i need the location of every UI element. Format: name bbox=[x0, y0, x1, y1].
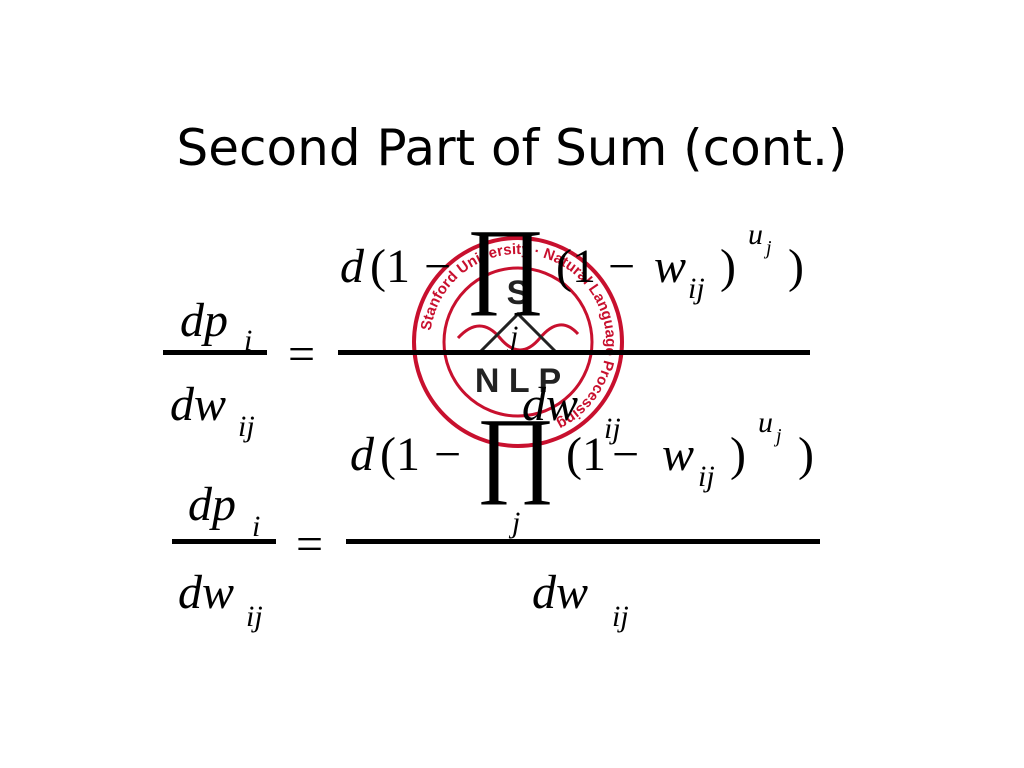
lhs-denominator-sub: ij bbox=[246, 600, 263, 633]
product-index: j bbox=[508, 506, 520, 539]
rhs-denominator-var: dw bbox=[532, 566, 588, 619]
rhs-fraction-bar bbox=[346, 539, 820, 544]
inner-open: (1 bbox=[566, 428, 606, 481]
w-var: w bbox=[662, 428, 694, 481]
rhs-denominator-sub: ij bbox=[604, 412, 621, 445]
exponent-u: u bbox=[758, 406, 773, 439]
lhs-fraction-bar bbox=[163, 350, 267, 355]
w-var: w bbox=[654, 240, 686, 293]
rhs-num-d: d bbox=[340, 240, 365, 293]
equals-sign: = bbox=[296, 518, 323, 571]
rhs-num-open: (1 bbox=[370, 240, 410, 293]
equation-1: dp i dw ij = d (1 − ∏ j (1 − w ij ) u j … bbox=[163, 209, 810, 445]
product-index: j bbox=[506, 320, 518, 353]
stanford-nlp-logo: Stanford University · Natural Language P… bbox=[412, 236, 624, 448]
exponent-j: j bbox=[773, 425, 782, 447]
lhs-numerator-var: dp bbox=[180, 294, 228, 347]
lhs-denominator-var: dw bbox=[178, 566, 234, 619]
equals-sign: = bbox=[288, 328, 315, 381]
rhs-num-minus: − bbox=[434, 428, 461, 481]
final-paren: ) bbox=[798, 428, 814, 481]
final-paren: ) bbox=[788, 240, 804, 293]
equation-2: dp i dw ij = d (1 − ∏ j (1 − w ij ) u j … bbox=[172, 398, 820, 633]
exponent-u: u bbox=[748, 218, 763, 251]
w-sub: ij bbox=[698, 460, 715, 493]
product-symbol: ∏ bbox=[466, 209, 545, 316]
rhs-fraction-bar bbox=[338, 350, 810, 355]
inner-open: (1 bbox=[556, 240, 596, 293]
slide-title: Second Part of Sum (cont.) bbox=[176, 119, 848, 177]
close-paren: ) bbox=[730, 428, 746, 481]
exponent-j: j bbox=[763, 237, 772, 259]
inner-minus: − bbox=[608, 240, 635, 293]
rhs-num-d: d bbox=[350, 428, 375, 481]
lhs-denominator-sub: ij bbox=[238, 410, 255, 443]
rhs-num-minus: − bbox=[424, 240, 451, 293]
logo-initial: S bbox=[507, 274, 530, 312]
rhs-denominator-var: dw bbox=[522, 378, 578, 431]
lhs-numerator-sub: i bbox=[252, 510, 260, 543]
logo-acronym: N L P bbox=[475, 362, 561, 400]
rhs-num-open: (1 bbox=[380, 428, 420, 481]
lhs-fraction-bar bbox=[172, 539, 276, 544]
inner-minus: − bbox=[612, 428, 639, 481]
lhs-numerator-var: dp bbox=[188, 478, 236, 531]
product-symbol: ∏ bbox=[476, 398, 555, 505]
lhs-denominator-var: dw bbox=[170, 378, 226, 431]
lhs-numerator-sub: i bbox=[244, 324, 252, 357]
rhs-denominator-sub: ij bbox=[612, 600, 629, 633]
close-paren: ) bbox=[720, 240, 736, 293]
w-sub: ij bbox=[688, 272, 705, 305]
